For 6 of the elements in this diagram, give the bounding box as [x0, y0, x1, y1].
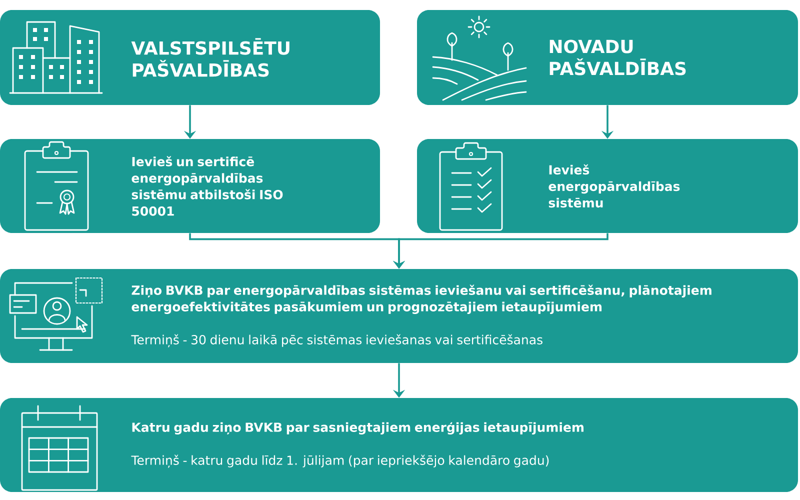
heading-box: VALSTSPILSĒTU PAŠVALDĪBAS: [0, 10, 380, 105]
step-box: Ievieš un sertificē energopārvaldības sistēmu atbilstoši ISO 50001: [0, 139, 380, 233]
heading-box: NOVADU PAŠVALDĪBAS: [417, 10, 798, 105]
step-box: Ziņo BVKB par energopārvaldības sistēmas ieviešanu vai sertificēšanu, plānotajiem energoefektivitātes pasākumiem un prognozētajiem ietaupījumiem Termiņš - 30 dienu laikā pēc sistēmas ieviešanas vai sertificēšanas: [0, 269, 798, 363]
step-box: Ievieš energopārvaldības sistēmu: [417, 139, 798, 233]
step-box: Katru gadu ziņo BVKB par sasniegtajiem enerģijas ietaupījumiem Termiņš - katru gadu līdz 1. jūlijam (par iepriekšējo kalendāro gadu): [0, 398, 798, 492]
